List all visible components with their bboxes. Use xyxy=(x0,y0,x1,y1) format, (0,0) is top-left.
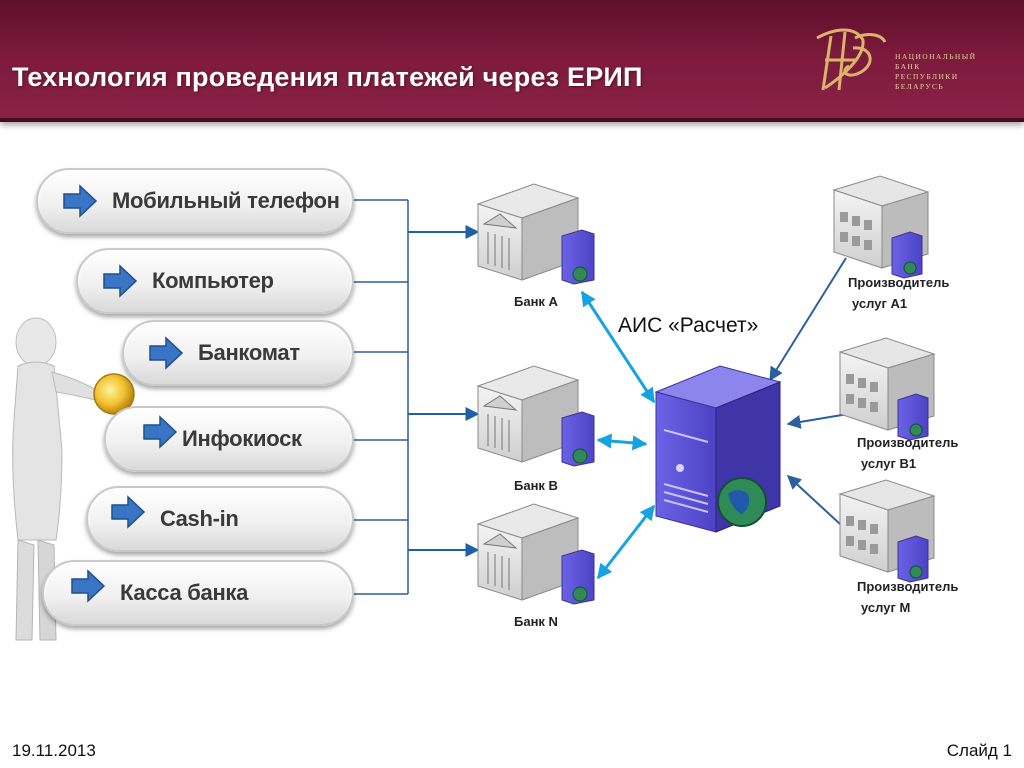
bank-arrows xyxy=(408,225,480,557)
logo-text: НАЦИОНАЛЬНЫЙ БАНК РЕСПУБЛИКИ БЕЛАРУСЬ xyxy=(895,52,976,92)
channel-label: Мобильный телефон xyxy=(112,188,340,213)
person-figure xyxy=(12,317,135,641)
bank-label-n: Банк N xyxy=(514,614,558,629)
producer-building-a1 xyxy=(832,175,930,279)
producer-a1-line2: услуг А1 xyxy=(852,296,908,311)
footer-slide-number: Слайд 1 xyxy=(946,741,1012,760)
logo-line: РЕСПУБЛИКИ xyxy=(895,72,959,81)
channel-label: Инфокиоск xyxy=(182,426,302,451)
bank-building-a xyxy=(476,183,595,285)
arrow-right-icon xyxy=(63,184,98,218)
bank-building-b xyxy=(476,365,595,467)
channel-atm: Банкомат xyxy=(122,320,354,386)
producer-building-b1 xyxy=(838,337,936,441)
channel-label: Касса банка xyxy=(120,580,249,605)
bank-label-b: Банк В xyxy=(514,478,558,493)
footer-date: 19.11.2013 xyxy=(12,741,96,760)
channel-computer: Компьютер xyxy=(76,248,354,314)
server-icon xyxy=(897,393,929,441)
bank-central-arrows xyxy=(580,290,656,580)
channel-mobile-phone: Мобильный телефон xyxy=(36,168,354,234)
producer-b1-line2: услуг В1 xyxy=(861,456,917,471)
arrow-right-icon xyxy=(149,336,184,370)
arrow-right-icon xyxy=(143,415,178,449)
arrow-right-icon xyxy=(71,569,106,603)
slide-title: Технология проведения платежей через ЕРИ… xyxy=(12,62,643,92)
bank-label-a: Банк А xyxy=(514,294,558,309)
server-icon xyxy=(891,231,923,279)
producer-b1-line1: Производитель xyxy=(857,435,959,450)
central-system-label: АИС «Расчет» xyxy=(618,314,759,337)
server-icon xyxy=(561,229,595,285)
producer-m-line1: Производитель xyxy=(857,579,959,594)
arrow-right-icon xyxy=(111,495,146,529)
channel-bank-cashier: Касса банка xyxy=(42,560,354,626)
nbrb-logo xyxy=(816,28,887,91)
logo-line: БАНК xyxy=(895,62,921,71)
arrow-right-icon xyxy=(103,264,138,298)
header-divider xyxy=(0,118,1024,122)
channel-connectors xyxy=(354,199,409,595)
producer-a1-line1: Производитель xyxy=(848,275,950,290)
logo-line: НАЦИОНАЛЬНЫЙ xyxy=(895,52,977,61)
producer-m-line2: услуг М xyxy=(861,600,911,615)
channel-cash-in: Cash-in xyxy=(86,486,354,552)
channel-label: Cash-in xyxy=(160,506,239,531)
server-icon xyxy=(561,549,595,605)
channel-infokiosk: Инфокиоск xyxy=(104,406,354,472)
channel-label: Банкомат xyxy=(198,340,300,365)
producer-arrows xyxy=(769,257,849,525)
server-icon xyxy=(897,535,929,583)
logo-line: БЕЛАРУСЬ xyxy=(895,82,945,91)
server-icon xyxy=(561,411,595,467)
central-server xyxy=(654,365,782,533)
bank-building-n xyxy=(476,503,595,605)
producer-building-m xyxy=(838,479,936,583)
channel-label: Компьютер xyxy=(152,268,274,293)
